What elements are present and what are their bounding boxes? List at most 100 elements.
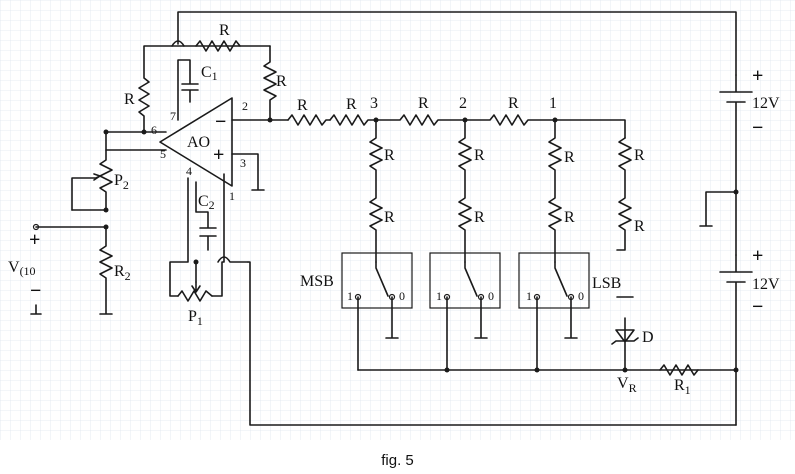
wire-input bbox=[35, 226, 113, 315]
switch-box-mid bbox=[429, 252, 501, 309]
pin-label-7: 7 bbox=[170, 109, 176, 123]
resistor-leg-end bbox=[616, 137, 632, 251]
wire-battery-ground bbox=[699, 191, 737, 227]
junction-dot bbox=[444, 367, 450, 373]
switch-blade-mid bbox=[446, 261, 488, 371]
opamp-label: AO bbox=[187, 134, 210, 151]
opamp-minus-sign: − bbox=[215, 111, 226, 133]
label-lsb: LSB bbox=[592, 275, 621, 292]
wire-hop bbox=[171, 40, 185, 47]
label-r-legb: R bbox=[634, 218, 645, 235]
label-r-leg2a: R bbox=[474, 147, 485, 164]
label-r2: R2 bbox=[114, 263, 131, 283]
potentiometer-p2-arrow bbox=[93, 173, 101, 181]
switch-box-lsb bbox=[518, 252, 590, 309]
input-terminal-plus bbox=[32, 223, 40, 231]
resistor-leg-3 bbox=[369, 119, 383, 263]
label-r1: R1 bbox=[674, 377, 691, 397]
battery-lower-voltage: 12V bbox=[752, 276, 780, 293]
label-vin: V(10 bbox=[8, 259, 36, 278]
resistor-r-top bbox=[195, 40, 241, 52]
battery-lower-plus: + bbox=[752, 245, 763, 267]
battery-upper-plus: + bbox=[752, 65, 763, 87]
input-minus-sign: − bbox=[30, 280, 41, 302]
pin-label-3: 3 bbox=[240, 156, 246, 170]
junction-dot bbox=[534, 367, 540, 373]
figure-caption: fig. 5 bbox=[381, 452, 414, 469]
opamp-symbol bbox=[159, 97, 233, 187]
switch-contact bbox=[533, 293, 541, 301]
battery-upper-minus: − bbox=[752, 117, 763, 139]
label-c2: C2 bbox=[198, 193, 215, 212]
switch-contact bbox=[477, 293, 485, 301]
wire-top-feedback bbox=[177, 11, 737, 76]
diode-zener bbox=[611, 296, 639, 371]
grid-paper bbox=[0, 0, 795, 440]
resistor-leg-2 bbox=[458, 119, 472, 263]
capacitor-c2 bbox=[195, 181, 217, 251]
battery-lower-minus: − bbox=[752, 296, 763, 318]
input-plus-sign: + bbox=[29, 229, 40, 251]
node-label-1: 1 bbox=[549, 95, 557, 112]
node-label-3: 3 bbox=[370, 95, 378, 112]
potentiometer-p1 bbox=[177, 281, 213, 302]
junction-dot bbox=[103, 207, 109, 213]
junction-dot bbox=[141, 129, 147, 135]
switch-pos1-label: 1 bbox=[436, 289, 442, 303]
junction-dot bbox=[193, 259, 199, 265]
wire-pin4 bbox=[169, 177, 189, 297]
label-diode: D bbox=[642, 329, 654, 346]
switch-contact bbox=[354, 293, 362, 301]
label-r-leg1b: R bbox=[564, 209, 575, 226]
capacitor-c1 bbox=[177, 59, 199, 121]
resistor-r-left bbox=[138, 45, 271, 133]
label-r-right: R bbox=[276, 73, 287, 90]
label-r-top: R bbox=[219, 22, 230, 39]
label-r-leg2b: R bbox=[474, 209, 485, 226]
label-msb: MSB bbox=[300, 273, 334, 290]
resistor-r-series-a bbox=[287, 114, 331, 126]
pin-label-6: 6 bbox=[151, 123, 157, 137]
resistor-r-series-c bbox=[375, 114, 466, 126]
label-r-leg3a: R bbox=[384, 147, 395, 164]
opamp-plus-sign: + bbox=[213, 144, 224, 166]
switch-blade-msb bbox=[357, 261, 399, 371]
resistor-r-right bbox=[263, 45, 277, 121]
resistor-r-series-d bbox=[464, 114, 626, 139]
switch-blade-lsb bbox=[536, 261, 578, 371]
label-r-leg1a: R bbox=[564, 149, 575, 166]
input-terminal-minus bbox=[30, 304, 42, 315]
resistor-leg-1 bbox=[548, 119, 562, 263]
switch-pos0-label: 0 bbox=[399, 289, 405, 303]
switch-pos0-label: 0 bbox=[488, 289, 494, 303]
label-c1: C1 bbox=[201, 64, 218, 83]
pin-label-5: 5 bbox=[160, 147, 166, 161]
label-r-series-d: R bbox=[508, 95, 519, 112]
battery-lower bbox=[719, 254, 753, 426]
resistor-r1 bbox=[659, 364, 699, 376]
battery-upper-voltage: 12V bbox=[752, 95, 780, 112]
wire-bottom-return bbox=[247, 261, 737, 426]
node-label-2: 2 bbox=[459, 95, 467, 112]
label-r-lega: R bbox=[634, 147, 645, 164]
junction-dot bbox=[267, 117, 273, 123]
label-p2: P2 bbox=[114, 172, 129, 192]
wire-pin3-ground bbox=[231, 153, 265, 191]
switch-pos1-label: 1 bbox=[526, 289, 532, 303]
pin-label-2: 2 bbox=[242, 99, 248, 113]
switch-pos0-label: 0 bbox=[578, 289, 584, 303]
switch-box-msb bbox=[341, 252, 413, 309]
resistor-r-series-b bbox=[329, 114, 377, 126]
wire-hop-p1 bbox=[217, 256, 249, 263]
switch-contact bbox=[388, 293, 396, 301]
switch-contact bbox=[443, 293, 451, 301]
label-r-left: R bbox=[124, 91, 135, 108]
battery-upper bbox=[719, 74, 753, 256]
switch-pos1-label: 1 bbox=[347, 289, 353, 303]
pin-label-1: 1 bbox=[229, 189, 235, 203]
label-r-series-c: R bbox=[418, 95, 429, 112]
switch-contact bbox=[567, 293, 575, 301]
label-r-leg3b: R bbox=[384, 209, 395, 226]
